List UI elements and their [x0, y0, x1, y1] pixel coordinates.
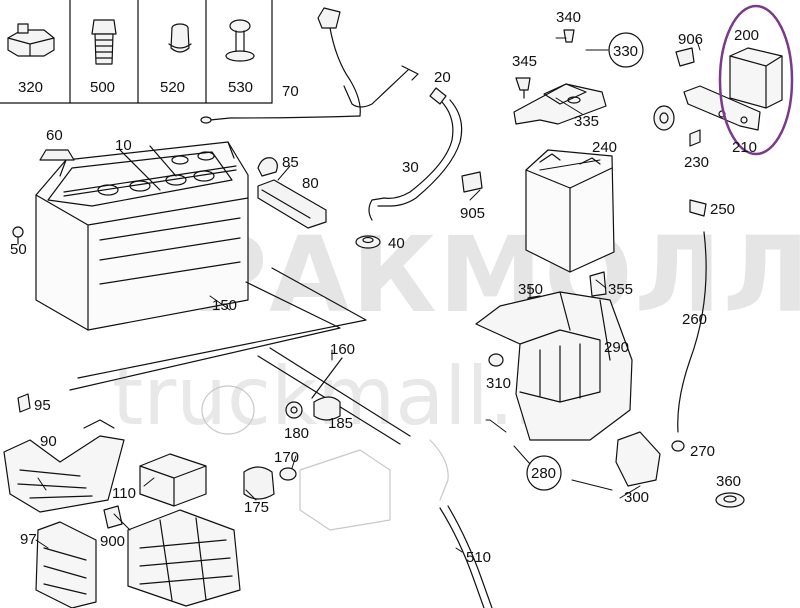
part-label-150: 150 [212, 297, 238, 314]
part-label-20: 20 [434, 69, 451, 86]
part-label-90: 90 [40, 433, 57, 450]
cable-260 [677, 231, 707, 433]
part-label-210: 210 [732, 139, 758, 156]
part-520-icon [168, 23, 192, 53]
part-label-240: 240 [592, 139, 618, 156]
part-label-900: 900 [100, 533, 126, 550]
part-40-icon [355, 235, 381, 249]
part-label-110: 110 [112, 485, 136, 502]
part-label-60: 60 [46, 127, 63, 144]
part-label-160: 160 [330, 341, 356, 358]
part-label-10: 10 [115, 137, 132, 154]
part-360-icon [715, 492, 745, 508]
part-label-310: 310 [486, 375, 512, 392]
part-label-30: 30 [402, 159, 419, 176]
part-250-icon [689, 199, 707, 217]
bracket-335 [513, 83, 607, 125]
part-60-icon [39, 149, 75, 161]
part-label-50: 50 [10, 241, 27, 258]
relay-110 [139, 453, 207, 507]
part-label-905: 905 [460, 205, 486, 222]
part-label-230: 230 [684, 154, 710, 171]
highlight-ring [718, 4, 794, 156]
bracket-300 [615, 431, 661, 487]
relay-200 [729, 47, 783, 109]
part-label-355: 355 [608, 281, 634, 298]
part-label-70: 70 [282, 83, 299, 100]
part-label-200: 200 [734, 27, 760, 44]
part-label-330: 330 [613, 43, 639, 60]
part-label-185: 185 [328, 415, 354, 432]
part-270-icon [671, 440, 685, 452]
part-label-906: 906 [678, 31, 704, 48]
part-50-icon [12, 226, 24, 245]
leader-lines [35, 37, 701, 553]
part-355-icon [589, 271, 607, 297]
callout-circle-280 [526, 455, 562, 491]
legend-box-frame [0, 0, 273, 104]
tray-290 [475, 291, 633, 441]
part-230-icon [689, 129, 701, 147]
part-label-80: 80 [302, 175, 319, 192]
cable-510 [439, 505, 493, 608]
legend-label-500: 500 [90, 79, 116, 96]
part-label-175: 175 [244, 499, 270, 516]
cable-70 [200, 7, 419, 124]
battery-240 [525, 149, 615, 273]
part-340-icon [563, 29, 575, 43]
part-900-icon [103, 505, 123, 529]
fusebox-assembly [127, 509, 241, 607]
part-310-icon [488, 353, 504, 367]
part-label-335: 335 [574, 113, 600, 130]
part-label-340: 340 [556, 9, 582, 26]
part-label-510: 510 [466, 549, 492, 566]
part-label-345: 345 [512, 53, 538, 70]
part-label-300: 300 [624, 489, 650, 506]
battery-10 [35, 141, 249, 331]
part-905-icon [461, 171, 483, 193]
legend-label-320: 320 [18, 79, 44, 96]
part-label-85: 85 [282, 154, 299, 171]
callout-circle-330 [608, 32, 644, 68]
part-label-40: 40 [388, 235, 405, 252]
part-180-icon [285, 401, 303, 419]
hose-30 [368, 87, 463, 221]
part-label-180: 180 [284, 425, 310, 442]
part-530-icon [225, 19, 255, 62]
part-label-170: 170 [274, 449, 300, 466]
part-170-icon [279, 467, 297, 481]
part-85-icon [257, 157, 278, 177]
bracket-90 [3, 419, 125, 513]
part-label-95: 95 [34, 397, 51, 414]
part-185-icon [313, 396, 341, 421]
part-500-icon [91, 19, 117, 65]
part-label-280: 280 [531, 465, 557, 482]
part-label-270: 270 [690, 443, 716, 460]
part-95-icon [17, 393, 31, 413]
part-220-icon [653, 105, 675, 131]
connector-97 [35, 521, 97, 608]
part-label-250: 250 [710, 201, 736, 218]
ghost-parts [201, 385, 449, 531]
part-label-290: 290 [604, 339, 630, 356]
part-label-350: 350 [518, 281, 544, 298]
part-80-icon [257, 179, 327, 229]
part-label-260: 260 [682, 311, 708, 328]
part-175-icon [243, 466, 275, 500]
part-906-icon [675, 47, 695, 67]
part-320-icon [7, 23, 55, 57]
legend-label-520: 520 [160, 79, 186, 96]
part-345-icon [515, 77, 531, 99]
part-label-97: 97 [20, 531, 37, 548]
legend-label-530: 530 [228, 79, 254, 96]
part-label-360: 360 [716, 473, 742, 490]
